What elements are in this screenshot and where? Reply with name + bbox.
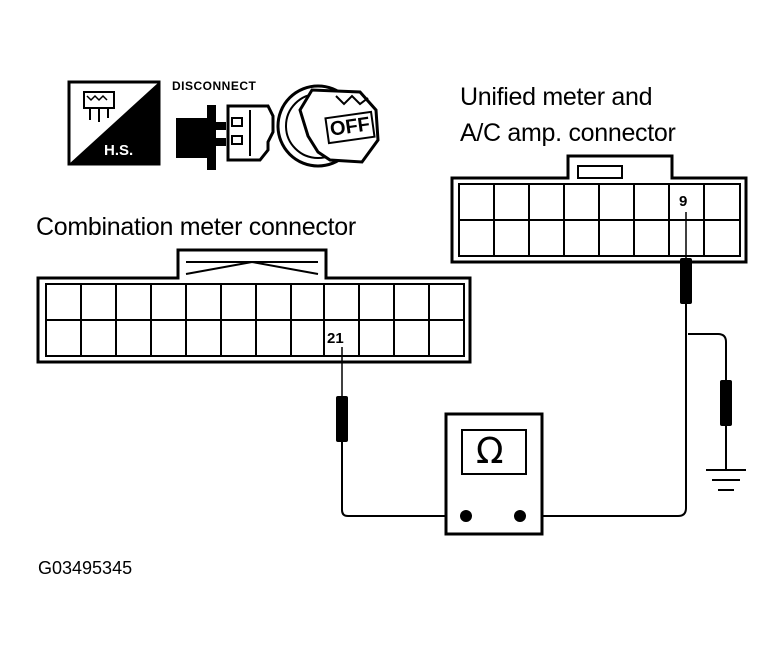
ground-icon — [706, 469, 746, 491]
probe-ground — [720, 380, 732, 470]
probe-right — [680, 212, 692, 304]
disconnect-connector-icon — [176, 104, 275, 170]
pin-21-label: 21 — [326, 330, 345, 347]
disconnect-label: DISCONNECT — [172, 79, 257, 93]
hs-label: H.S. — [104, 142, 134, 159]
harness-connector-hs-icon — [67, 80, 161, 166]
combination-meter-connector — [36, 248, 472, 364]
pin-9-label: 9 — [678, 193, 689, 210]
figure-reference-id: G03495345 — [38, 558, 133, 578]
test-wires — [341, 304, 727, 517]
ohm-symbol: Ω — [476, 431, 504, 472]
combination-connector-label: Combination meter connector — [36, 213, 356, 241]
probe-left — [336, 340, 348, 470]
unified-connector-label-line1: Unified meter and — [460, 83, 653, 111]
unified-connector-label-line2: A/C amp. connector — [460, 119, 676, 147]
ohmmeter-icon — [444, 412, 544, 536]
unified-meter-connector — [450, 154, 748, 264]
